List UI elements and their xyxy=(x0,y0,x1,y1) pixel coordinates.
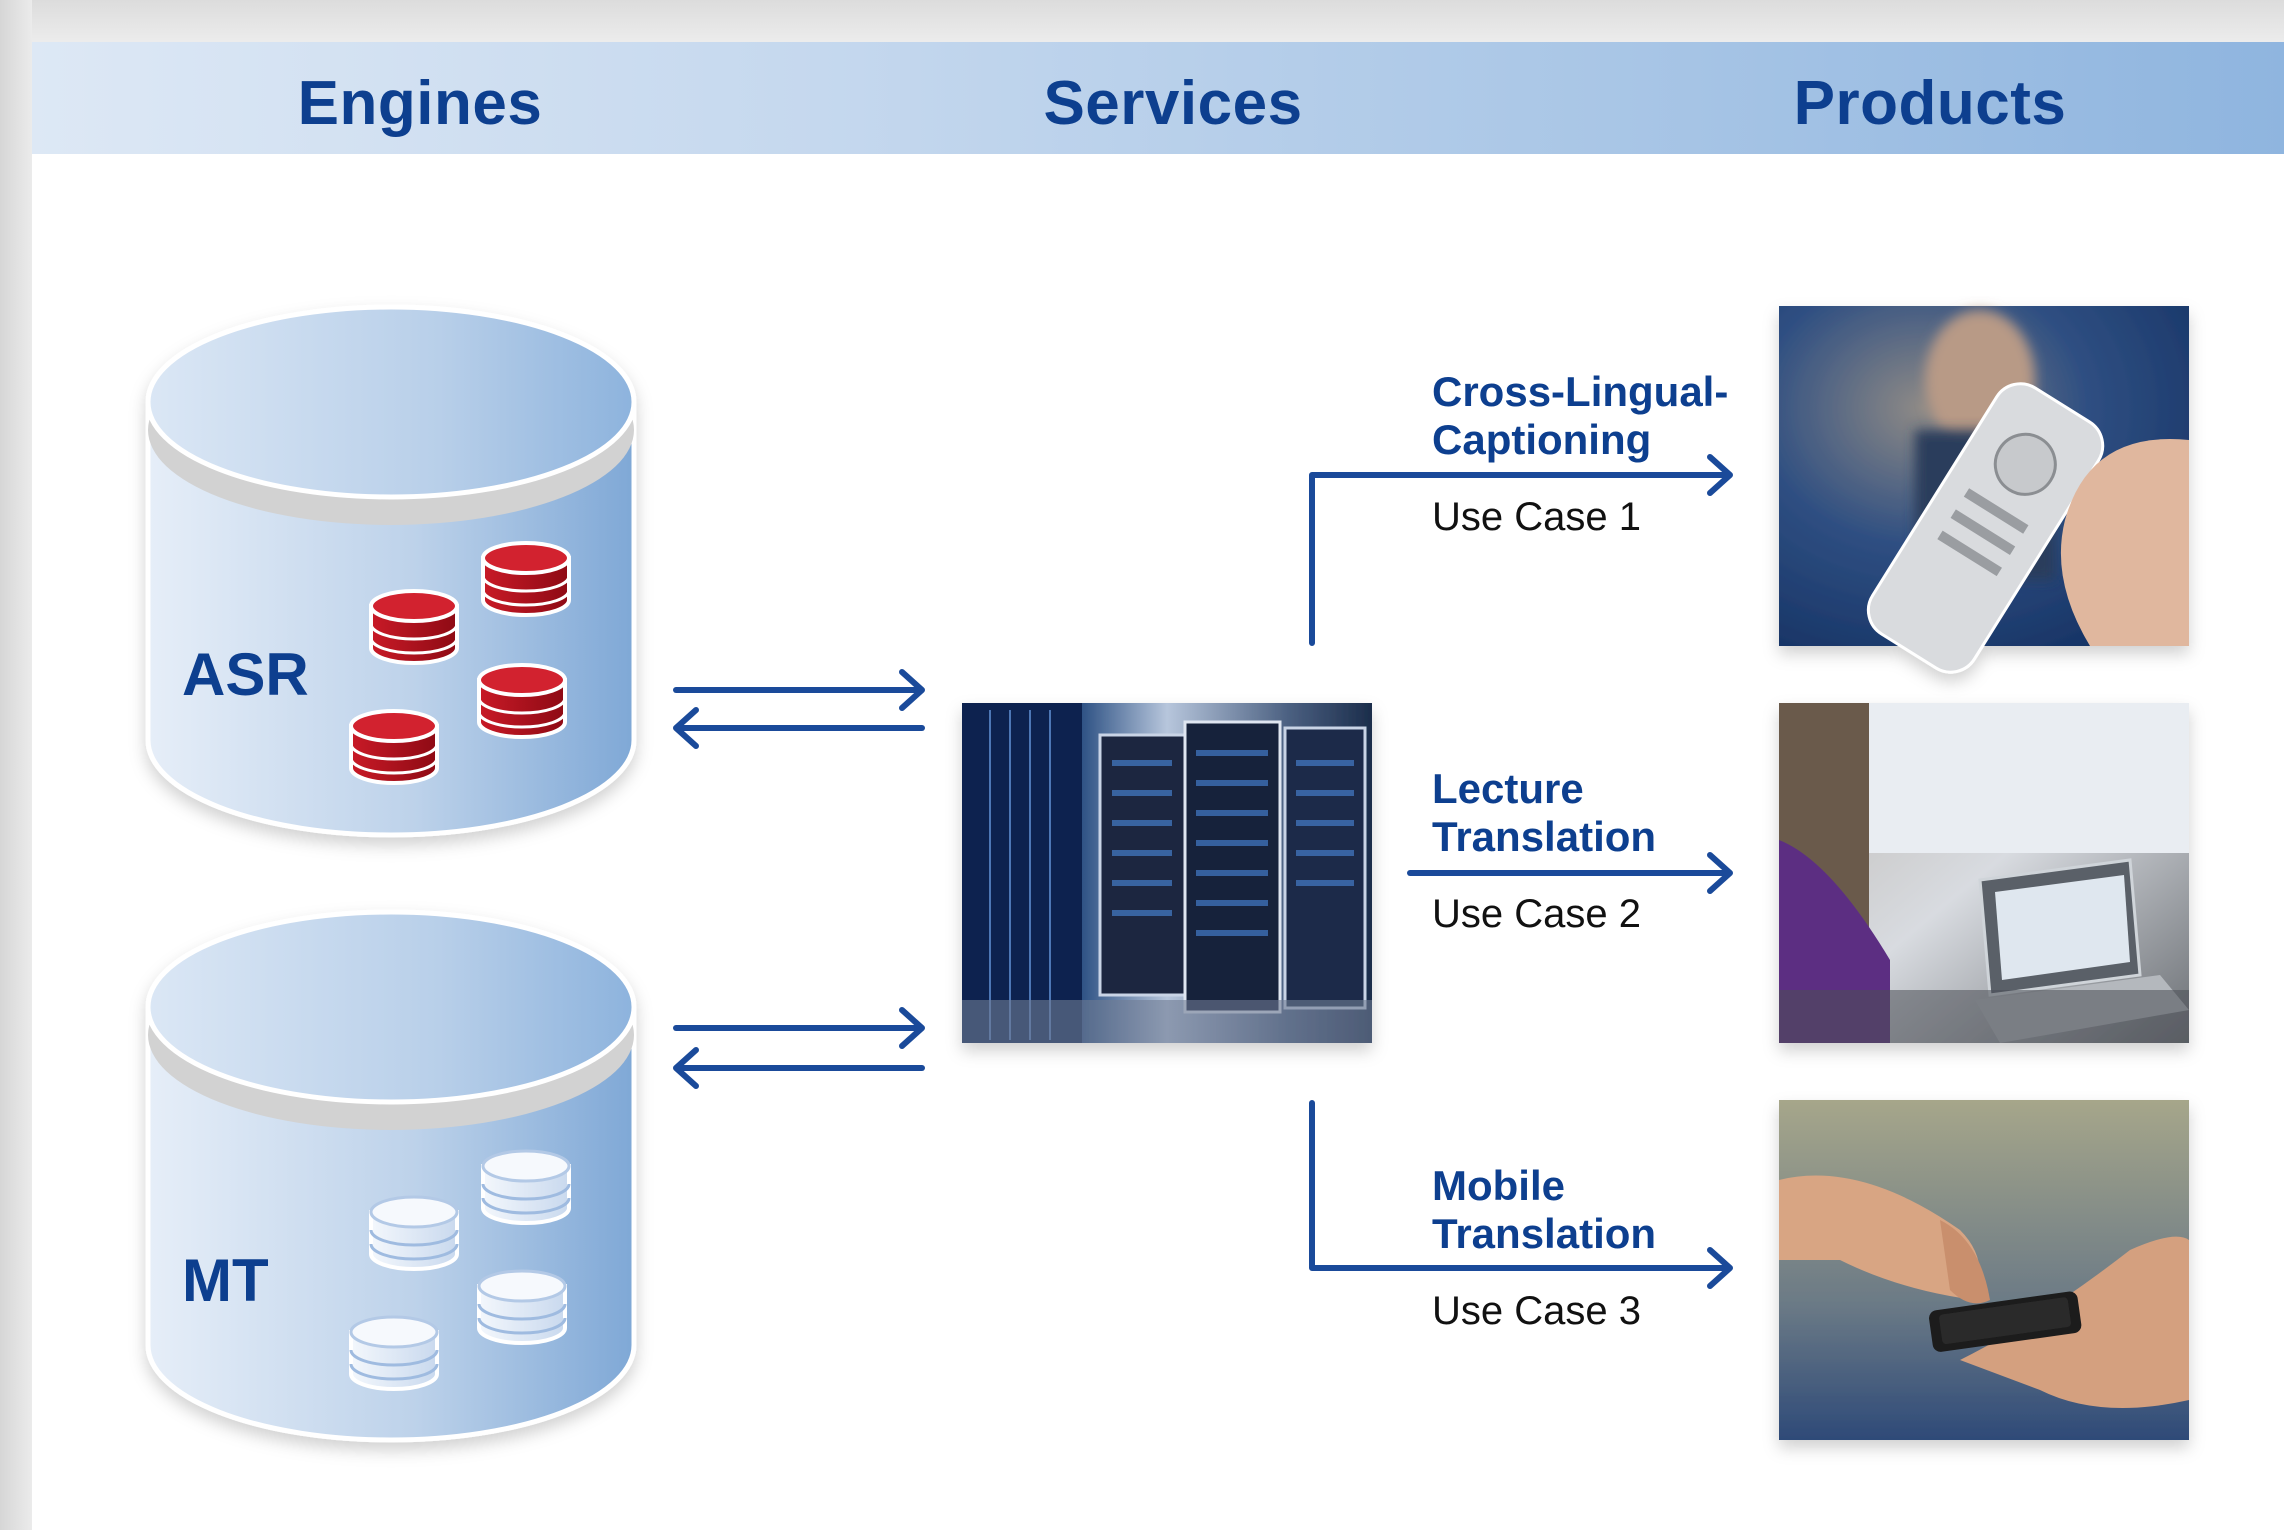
column-title-services: Services xyxy=(1043,69,1303,138)
red-disk-icon xyxy=(477,663,567,739)
mt-engine-disks xyxy=(349,1149,571,1391)
red-disk-icon xyxy=(369,589,459,665)
red-disk-icon xyxy=(349,709,439,785)
column-title-products: Products xyxy=(1793,69,2067,138)
light-disk-icon xyxy=(369,1195,459,1271)
use-case-2-title-line2: Translation xyxy=(1432,813,1657,860)
use-case-2-title-line1: Lecture xyxy=(1432,765,1584,812)
use-case-1-title: Cross-Lingual- Captioning xyxy=(1432,368,1728,464)
mt-service-arrows xyxy=(673,1007,925,1089)
use-case-1-subtitle: Use Case 1 xyxy=(1432,495,1641,539)
frame-left-edge xyxy=(0,0,32,1530)
use-case-3-subtitle: Use Case 3 xyxy=(1432,1289,1641,1333)
use-case-2-subtitle: Use Case 2 xyxy=(1432,892,1641,936)
connector-use-case-3 xyxy=(1309,1100,1731,1271)
light-disk-icon xyxy=(477,1269,567,1345)
mt-label: MT xyxy=(182,1247,269,1314)
use-case-3-title-line2: Translation xyxy=(1432,1210,1657,1257)
use-case-1-title-line1: Cross-Lingual- xyxy=(1432,368,1729,415)
asr-label: ASR xyxy=(182,641,309,708)
lecture-laptop-photo xyxy=(1779,703,2189,1043)
use-case-3-title: Mobile Translation xyxy=(1432,1162,1656,1258)
light-disk-icon xyxy=(481,1149,571,1225)
asr-service-arrows xyxy=(673,669,925,749)
remote-control-tv-photo xyxy=(1779,306,2189,674)
light-disk-icon xyxy=(349,1315,439,1391)
use-case-1-title-line2: Captioning xyxy=(1432,416,1652,463)
server-room-photo xyxy=(962,703,1372,1043)
connector-use-case-1 xyxy=(1309,472,1731,646)
column-title-engines: Engines xyxy=(297,69,543,138)
asr-engine-disks xyxy=(349,541,571,785)
use-case-2-title: Lecture Translation xyxy=(1432,765,1656,861)
use-case-connectors xyxy=(1309,454,1733,1289)
frame-top-edge xyxy=(0,0,2284,42)
red-disk-icon xyxy=(481,541,571,617)
header-band xyxy=(32,42,2284,154)
use-case-3-title-line1: Mobile xyxy=(1432,1162,1565,1209)
smartphone-hands-photo xyxy=(1779,1100,2189,1440)
